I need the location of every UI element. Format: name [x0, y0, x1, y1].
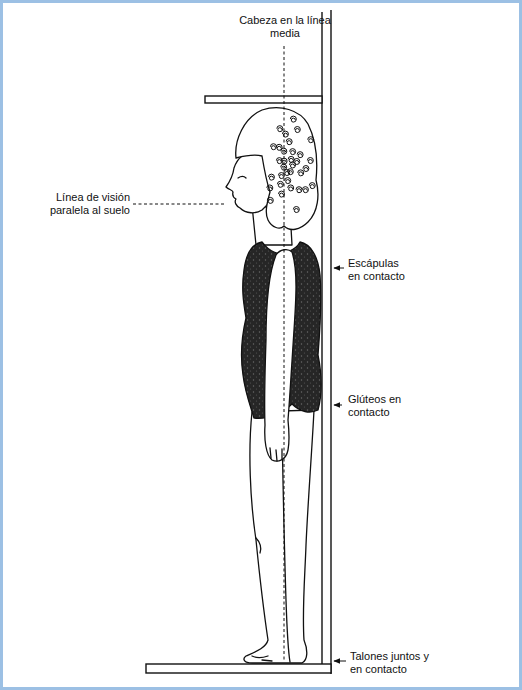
callout-label: Escápulas en contacto: [348, 257, 414, 283]
hair-curl: [294, 158, 300, 164]
hair-curl: [287, 169, 293, 175]
eye: [238, 177, 246, 179]
callout-label: Talones juntos y en contacto: [350, 650, 436, 676]
hair-curl: [268, 174, 274, 180]
hair-curl: [308, 137, 314, 143]
hair: [236, 108, 318, 230]
hair-curl: [270, 144, 276, 150]
hair-curl: [285, 178, 291, 184]
hair-curl: [286, 139, 292, 145]
hair-curl: [296, 187, 302, 193]
pointer-arrow: [334, 268, 344, 269]
callout-label: Línea de visión paralela al suelo: [36, 191, 130, 217]
hair-curl: [309, 183, 315, 189]
hair-curl: [307, 158, 313, 164]
board-front: [321, 12, 322, 664]
hair-curl: [302, 187, 308, 193]
board-back: [330, 10, 331, 674]
pointer-arrow: [334, 661, 346, 662]
hair-curl: [267, 185, 273, 191]
hair-curl: [290, 149, 296, 155]
hair-curl: [288, 185, 294, 191]
callout-label: Cabeza en la línea media: [238, 14, 332, 40]
hair-curl: [267, 197, 273, 203]
hair-curl: [276, 158, 282, 164]
hair-curl: [277, 181, 283, 187]
hair-curl: [303, 166, 309, 172]
arm: [265, 250, 296, 462]
base-plate: [146, 664, 331, 673]
hair-curl: [276, 144, 282, 150]
toes: [252, 656, 272, 661]
callout-label: Glúteos en contacto: [348, 393, 414, 419]
head-piece: [205, 96, 322, 103]
midline-dashed: [284, 46, 285, 660]
pointer-arrow: [334, 405, 342, 406]
hair-curls: [267, 116, 315, 212]
knee: [256, 538, 261, 553]
stadiometer: [146, 10, 331, 674]
hair-curl: [288, 156, 294, 162]
hair-curl: [282, 131, 288, 137]
hair-curl: [290, 116, 296, 122]
hair-curl: [298, 170, 304, 176]
hair-curl: [278, 173, 284, 179]
fingers: [270, 448, 282, 461]
hair-curl: [297, 152, 303, 158]
hair-curl: [294, 127, 300, 133]
line-of-sight-dashed: [133, 204, 224, 205]
hair-curl: [277, 126, 283, 132]
hair-curl: [293, 207, 299, 213]
leg-split: [282, 430, 290, 662]
